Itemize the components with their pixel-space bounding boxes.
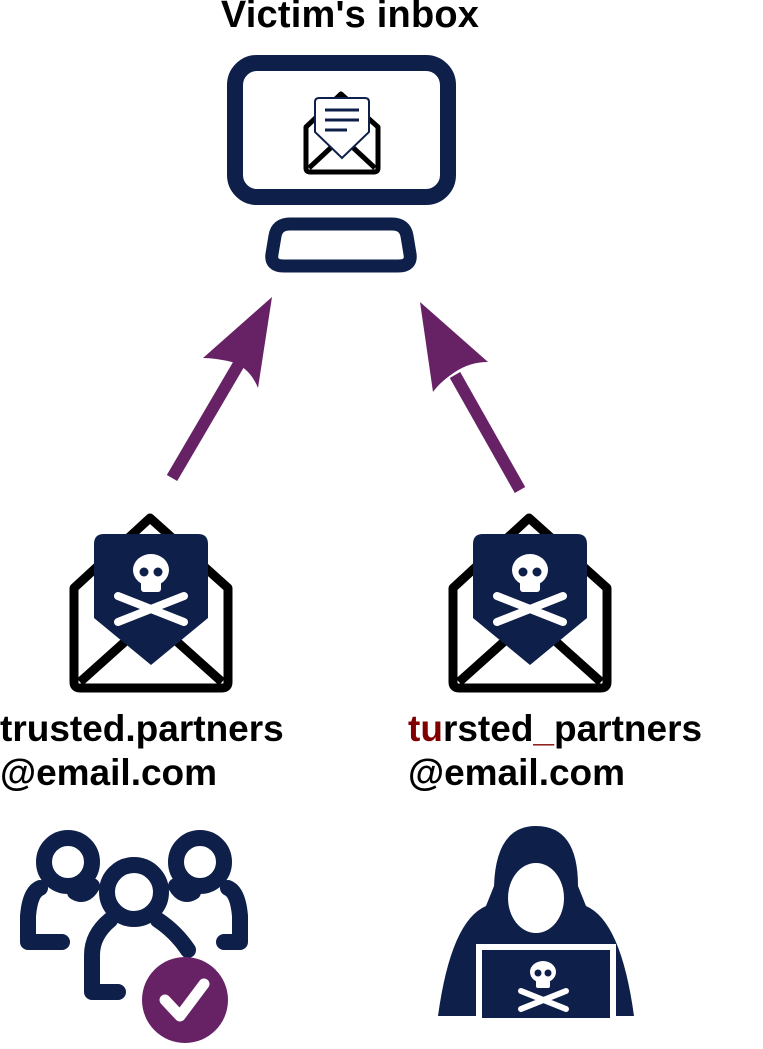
legitimate-address-line2: @email.com (0, 752, 218, 793)
spoofed-address-mid: rsted (442, 708, 534, 749)
hooded-hacker-laptop-icon (438, 826, 634, 1020)
malicious-envelope-skull-icon (448, 513, 612, 693)
diagram-title: Victim's inbox (220, 0, 480, 36)
spoofed-address-rest: partners (554, 708, 703, 749)
malicious-envelope-skull-icon (69, 513, 233, 693)
trusted-group-check-icon (20, 830, 248, 1043)
legitimate-sender-address: trusted.partners @email.com (0, 707, 284, 795)
check-icon (159, 978, 210, 1022)
open-envelope-letter-icon (303, 91, 381, 175)
underscore-highlight: _ (533, 708, 554, 749)
legitimate-address-line1: trusted.partners (0, 708, 284, 749)
swapped-letters-highlight: tu (408, 708, 443, 749)
monitor-screen (227, 55, 456, 205)
spoofed-address-line1: tursted_partners (408, 707, 702, 751)
spoofed-sender-address: tursted_partners @email.com (408, 707, 702, 795)
monitor-stand (265, 217, 417, 273)
spoofed-address-line2: @email.com (408, 752, 626, 793)
check-badge (142, 957, 228, 1043)
